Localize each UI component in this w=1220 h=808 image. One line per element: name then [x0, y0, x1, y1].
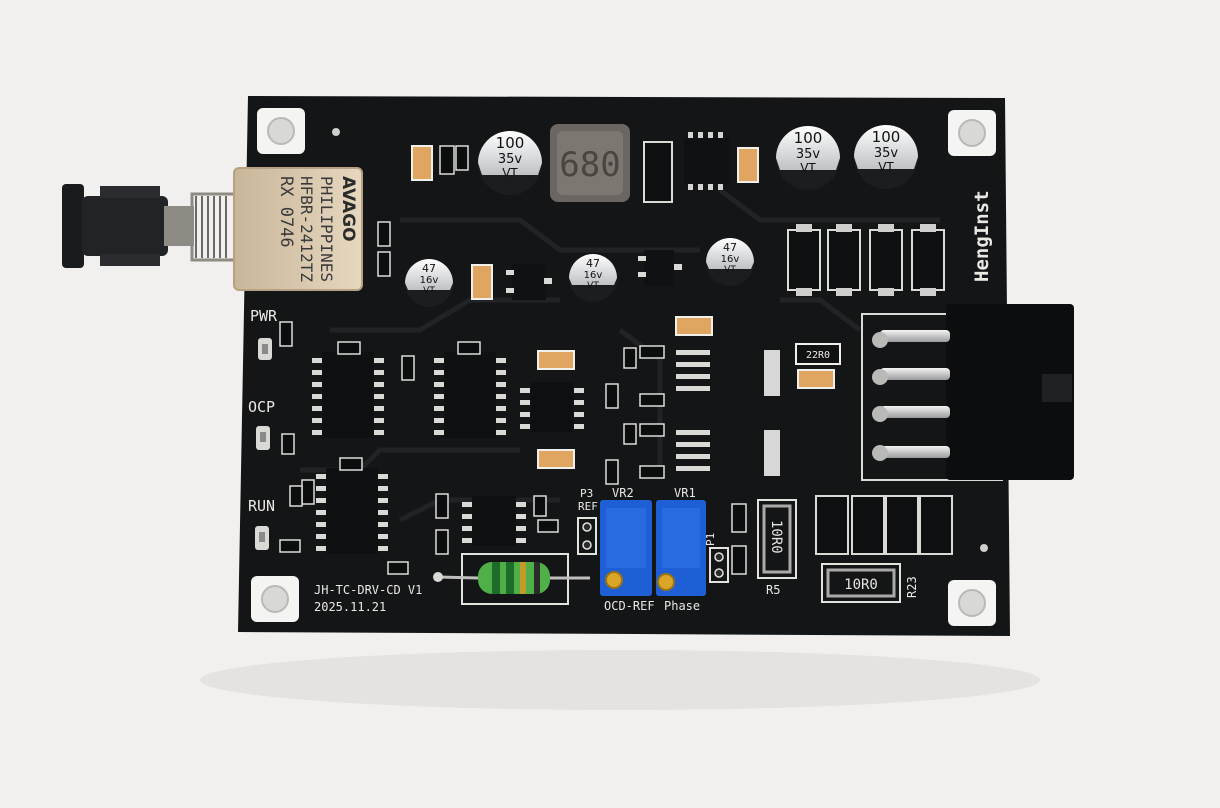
fiber-receiver-code: RX 0746 — [276, 176, 296, 248]
board-model: JH-TC-DRV-CD V1 — [314, 583, 422, 597]
svg-text:47: 47 — [422, 262, 436, 275]
led-label-ocp: OCP — [248, 398, 275, 416]
diode — [885, 495, 919, 555]
diode — [869, 224, 903, 296]
svg-text:16v: 16v — [584, 270, 603, 281]
svg-text:35v: 35v — [498, 152, 523, 167]
diode — [851, 495, 885, 555]
fiber-receiver-origin: PHILIPPINES — [317, 176, 336, 282]
fiber-receiver-brand: AVAGO — [338, 176, 358, 242]
diode — [815, 495, 849, 555]
smd-capacitor — [411, 145, 433, 181]
trimmer-pot-vr2 — [600, 500, 652, 596]
svg-text:35v: 35v — [874, 146, 899, 161]
ic-chip — [520, 382, 584, 432]
svg-text:100: 100 — [496, 134, 525, 152]
transistor — [506, 264, 552, 300]
svg-text:16v: 16v — [420, 275, 439, 286]
inductor-marking: 680 — [559, 145, 620, 185]
led — [258, 338, 272, 360]
svg-text:35v: 35v — [796, 147, 821, 162]
smd-capacitor — [537, 350, 575, 370]
diode — [643, 141, 673, 203]
resistor-r23-value: 10R0 — [844, 577, 878, 593]
svg-text:VT: VT — [878, 160, 894, 174]
trimmer-pot-vr1 — [656, 500, 706, 596]
svg-text:47: 47 — [586, 257, 600, 270]
capacitor: 100 35v VT — [854, 125, 918, 189]
mounting-hole — [257, 108, 305, 154]
ic-chip — [462, 496, 526, 546]
ic-chip — [684, 132, 730, 190]
capacitor: 47 16v VT — [405, 259, 453, 307]
led-label-pwr: PWR — [250, 307, 278, 325]
led — [256, 426, 270, 450]
smd-capacitor — [737, 147, 759, 183]
diode — [919, 495, 953, 555]
pin-header-p3 — [577, 517, 597, 555]
diode — [827, 224, 861, 296]
board-date: 2025.11.21 — [314, 600, 386, 614]
smd-capacitor — [471, 264, 493, 300]
svg-text:100: 100 — [872, 128, 901, 146]
capacitor: 100 35v VT — [478, 131, 542, 195]
mosfet — [676, 342, 780, 404]
resistor-r5: 10R0 — [757, 499, 797, 579]
ic-chip — [316, 468, 388, 554]
svg-text:VT: VT — [800, 161, 816, 175]
pot-vr1-label: Phase — [664, 599, 700, 613]
header-p3-label: REF — [578, 500, 598, 513]
fiber-optic-receiver: AVAGO PHILIPPINES HFBR-2412TZ RX 0746 — [62, 167, 363, 291]
pin-header-p1 — [709, 547, 729, 583]
transistor — [638, 250, 682, 286]
ic-chip — [434, 352, 506, 438]
resistor-22r0-value: 22R0 — [806, 350, 830, 361]
pot-vr2-ref: VR2 — [612, 486, 634, 500]
smd-capacitor — [797, 369, 835, 389]
resistor-r23: 10R0 — [821, 563, 901, 603]
mosfet — [676, 422, 780, 484]
resistor-r23-ref: R23 — [905, 576, 919, 598]
smd-capacitor — [675, 316, 713, 336]
mounting-hole — [251, 576, 299, 622]
pot-vr2-label: OCD-REF — [604, 599, 655, 613]
svg-text:VT: VT — [587, 281, 599, 291]
header-p3-ref: P3 — [580, 487, 593, 500]
mounting-hole — [948, 110, 996, 156]
power-connector — [861, 304, 1074, 481]
ic-chip — [312, 352, 384, 438]
svg-text:VT: VT — [423, 286, 435, 296]
svg-text:47: 47 — [723, 241, 737, 254]
led-label-run: RUN — [248, 497, 275, 515]
capacitor: 47 16v VT — [569, 254, 617, 302]
led — [255, 526, 269, 550]
pot-vr1-ref: VR1 — [674, 486, 696, 500]
smd-capacitor — [537, 449, 575, 469]
fiber-receiver-part: HFBR-2412TZ — [297, 176, 316, 282]
power-inductor: 680 — [550, 124, 630, 202]
capacitor: 47 16v VT — [706, 238, 754, 286]
svg-text:100: 100 — [794, 129, 823, 147]
capacitor: 100 35v VT — [776, 126, 840, 190]
header-p1-ref: P1 — [704, 533, 717, 546]
diode — [911, 224, 945, 296]
svg-text:VT: VT — [502, 166, 518, 180]
axial-inductor — [433, 553, 590, 605]
resistor-r5-ref: R5 — [766, 583, 780, 597]
resistor-r5-value: 10R0 — [768, 520, 784, 554]
mounting-hole — [948, 580, 996, 626]
diode — [787, 224, 821, 296]
board-brand: HengInst — [971, 190, 993, 282]
resistor-22r0: 22R0 — [795, 343, 841, 365]
svg-text:VT: VT — [724, 265, 736, 275]
svg-text:16v: 16v — [721, 254, 740, 265]
